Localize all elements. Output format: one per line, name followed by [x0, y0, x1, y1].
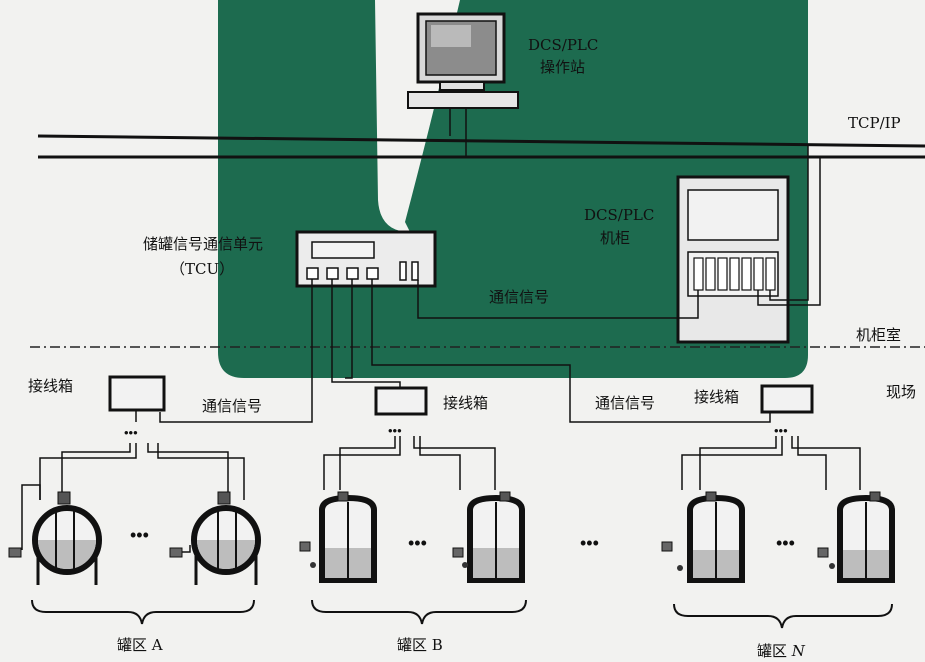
- area-b-label: 罐区 B: [397, 636, 443, 654]
- junction-n-ellipsis: •••: [774, 423, 788, 438]
- tcu-wires: [159, 279, 771, 423]
- tcu-label-line1: 储罐信号通信单元: [143, 235, 264, 253]
- area-braces: [31, 599, 893, 629]
- control-room-label: 机柜室: [856, 326, 902, 344]
- junction-b-label: 接线箱: [443, 394, 489, 412]
- area-a-label: 罐区 A: [117, 636, 163, 654]
- tank-a1: [8, 484, 102, 585]
- network-label: TCP/IP: [848, 114, 901, 132]
- area-n-label: 罐区 N: [757, 644, 805, 659]
- dcs-cabinet: [676, 146, 821, 344]
- comm-signal-a-label: 通信信号: [202, 397, 263, 415]
- area-n-letter: N: [791, 642, 805, 660]
- tank-ellipsis-a: •••: [130, 525, 149, 545]
- tank-b2: [452, 491, 525, 583]
- dcs-station-label-line1: DCS/PLC: [528, 36, 599, 54]
- junction-b-ellipsis: •••: [388, 423, 402, 438]
- tank-a2: [169, 491, 261, 585]
- tank-n2: [817, 491, 895, 583]
- junction-box-n: [681, 384, 861, 490]
- field-label: 现场: [886, 383, 917, 401]
- cabinet-label-line1: DCS/PLC: [584, 206, 655, 224]
- operator-station: [407, 12, 519, 157]
- junction-a-ellipsis: •••: [124, 425, 138, 440]
- tank-ellipsis-n: •••: [776, 533, 795, 553]
- comm-signal-center-label: 通信信号: [489, 288, 550, 306]
- tank-b1: [299, 491, 377, 583]
- junction-a-label: 接线箱: [28, 377, 74, 395]
- cabinet-label-line2: 机柜: [600, 229, 631, 247]
- tcu-label-line2: （TCU）: [170, 260, 235, 278]
- network-line-upper: [37, 134, 925, 148]
- junction-n-label: 接线箱: [694, 388, 740, 406]
- area-ellipsis: •••: [580, 533, 599, 553]
- tank-ellipsis-b: •••: [408, 533, 427, 553]
- area-n-prefix: 罐区: [757, 642, 792, 660]
- tcu-unit: [295, 230, 699, 319]
- junction-box-b: [323, 386, 496, 490]
- junction-box-a: [39, 375, 245, 500]
- comm-signal-b-label: 通信信号: [595, 394, 656, 412]
- tank-n1: [661, 491, 745, 583]
- dcs-station-label-line2: 操作站: [540, 58, 586, 76]
